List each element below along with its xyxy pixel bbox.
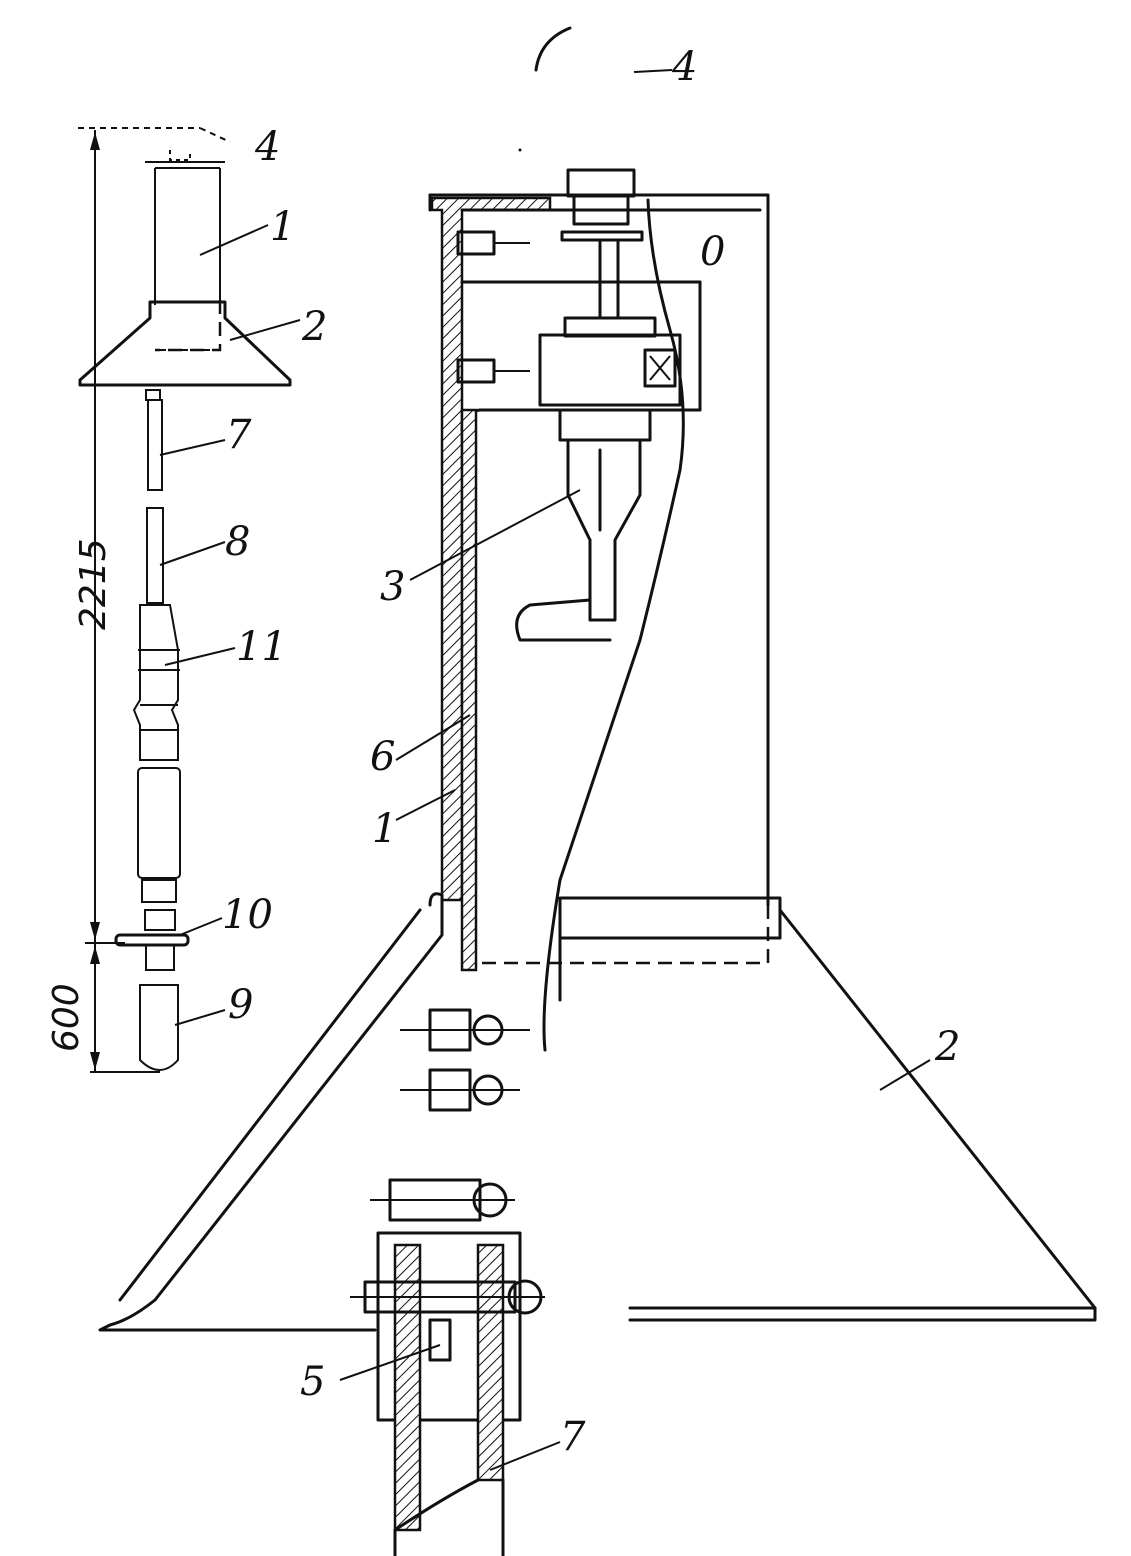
section-label-2: 2 [934,1024,960,1070]
overview-label-1: 1 [270,204,295,250]
inner-liner [470,905,770,965]
rod [460,408,478,972]
section-assembly: 4 0 3 6 1 2 5 7 [98,26,1097,1556]
overview-label-8: 8 [225,519,250,565]
overview-label-4: 4 [254,124,280,170]
top-cap [560,168,644,242]
section-label-4: 4 [671,44,697,90]
overview-label-10: 10 [222,892,273,938]
dimension-overall-height: 2215 [73,538,114,630]
hook [534,26,646,182]
section-label-7: 7 [560,1414,586,1460]
overview-hood [78,300,292,387]
section-label-0: 0 [700,229,725,275]
section-label-1: 1 [372,806,397,852]
dimension-lower-length: 600 [46,983,87,1052]
overview-label-9: 9 [228,982,253,1028]
section-leaders [339,69,931,1471]
section-label-5: 5 [300,1359,325,1405]
clamp-and-tube [350,1231,545,1556]
bolts [370,1008,530,1222]
lamp [515,438,642,642]
upper-screws [456,230,530,384]
overview-assembly: 4 1 2 7 8 11 10 9 2215 600 [46,124,327,1073]
break-line [542,198,685,1052]
overview-leaders [159,224,301,1026]
section-label-6: 6 [370,734,395,780]
overview-label-7: 7 [226,412,252,458]
switch-block [538,238,682,442]
section-label-3: 3 [380,564,405,610]
overview-rod [114,389,190,1071]
overview-label-11: 11 [236,624,287,670]
overview-label-2: 2 [301,304,327,350]
dimension-lines [78,127,231,1073]
hood [98,892,1097,1332]
